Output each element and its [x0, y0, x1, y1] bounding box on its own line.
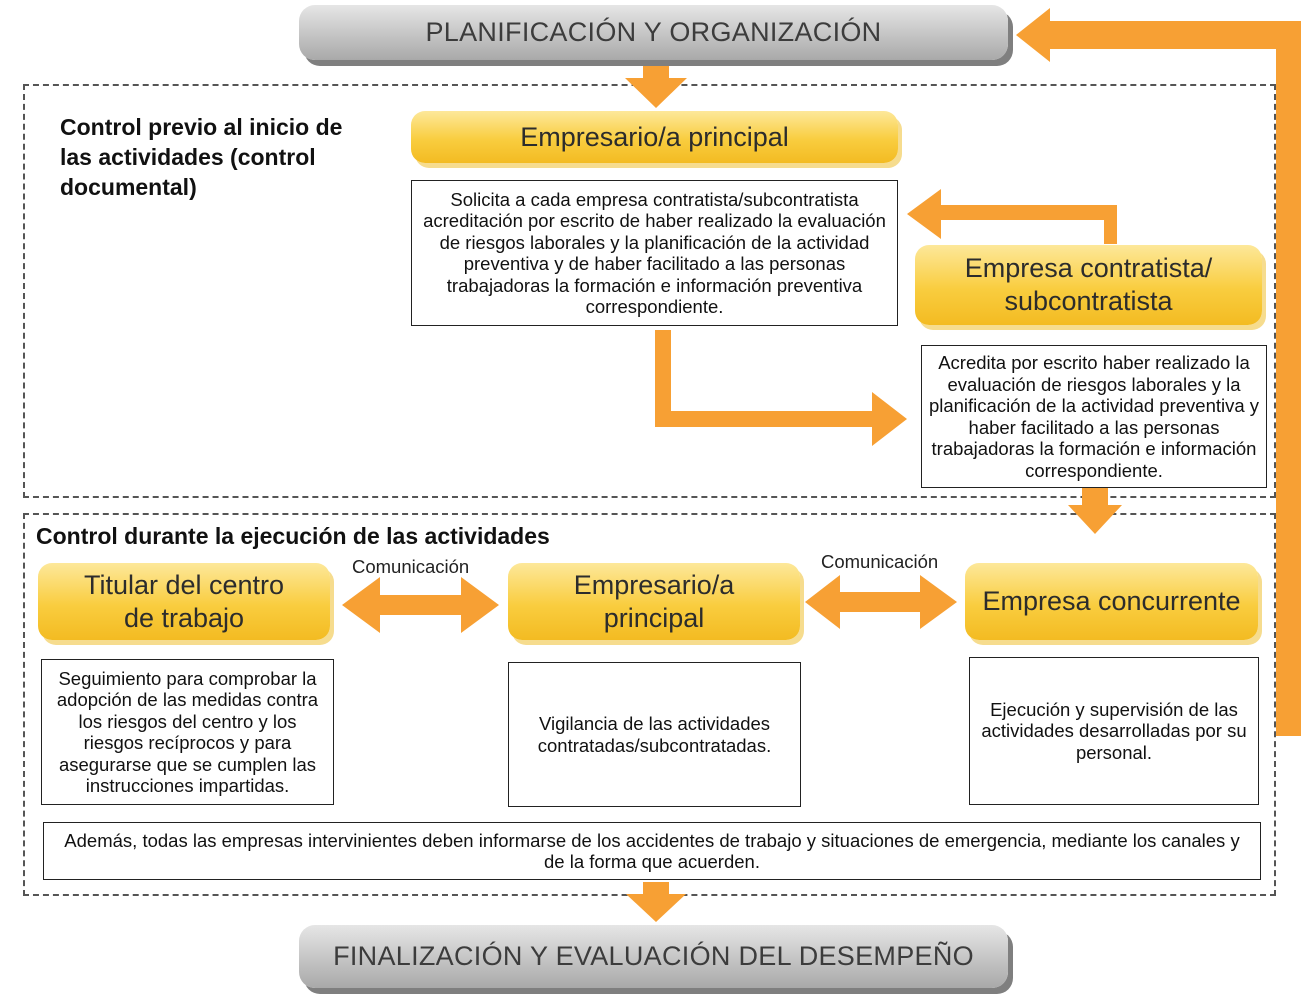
arrow-down-section2: [1068, 488, 1122, 534]
label-comunicacion-left: Comunicación: [352, 556, 470, 577]
pill-empresario-principal-1: Empresario/a principal: [411, 111, 898, 163]
arrow-contractor-to-request: [907, 189, 1117, 244]
arrow-comm-right: [805, 575, 957, 629]
stage-finalizacion: FINALIZACIÓN Y EVALUACIÓN DEL DESEMPEÑO: [299, 925, 1008, 988]
box-ejecucion-supervision: Ejecución y supervisión de las actividad…: [969, 657, 1259, 805]
box-solicita-acreditacion: Solicita a cada empresa contratista/subc…: [411, 180, 898, 326]
box-acredita-por-escrito: Acredita por escrito haber realizado la …: [921, 345, 1267, 488]
box-vigilancia: Vigilancia de las actividades contratada…: [508, 662, 801, 807]
label-comunicacion-right: Comunicación: [821, 551, 939, 572]
arrow-comm-left: [342, 577, 499, 633]
pill-empresario-principal-2: Empresario/a principal: [508, 563, 800, 640]
pill-empresa-contratista: Empresa contratista/ subcontratista: [915, 245, 1262, 325]
arrow-down-top: [625, 63, 687, 108]
pill-titular-centro: Titular del centro de trabajo: [38, 563, 330, 640]
stage-planificacion: PLANIFICACIÓN Y ORGANIZACIÓN: [299, 5, 1008, 60]
heading-control-ejecucion: Control durante la ejecución de las acti…: [36, 523, 550, 549]
arrow-request-to-accreditation: [655, 330, 907, 446]
box-nota-accidentes: Además, todas las empresas interviniente…: [43, 822, 1261, 880]
pill-empresa-concurrente: Empresa concurrente: [965, 563, 1258, 640]
box-seguimiento: Seguimiento para comprobar la adopción d…: [41, 659, 334, 805]
heading-control-previo: Control previo al inicio de las activida…: [60, 114, 343, 200]
arrow-down-bottom: [626, 882, 686, 922]
